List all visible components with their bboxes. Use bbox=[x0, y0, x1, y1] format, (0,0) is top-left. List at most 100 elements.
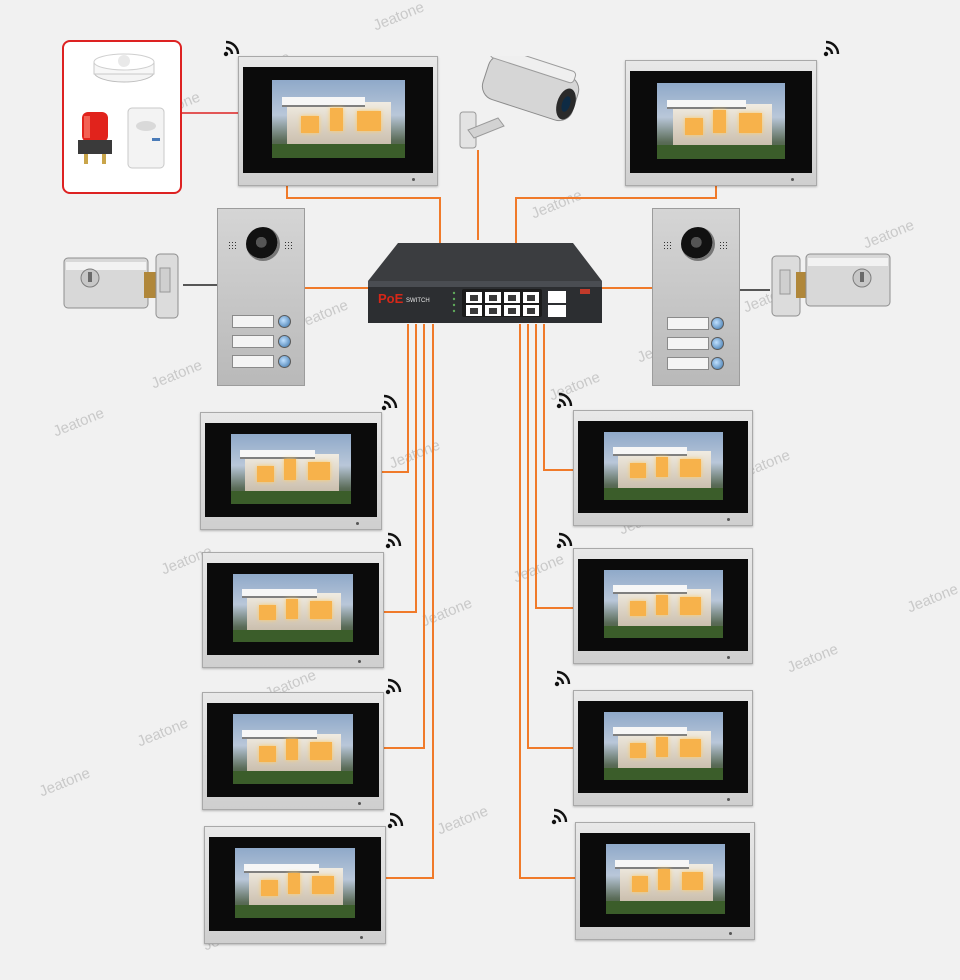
cable-left-4 bbox=[382, 324, 434, 879]
call-button[interactable] bbox=[711, 317, 724, 330]
wifi-icon bbox=[384, 530, 404, 550]
speaker-grille bbox=[719, 241, 729, 251]
cctv-camera-icon bbox=[459, 56, 580, 149]
status-led bbox=[360, 936, 363, 939]
monitor-bezel bbox=[578, 421, 748, 513]
indoor-monitor bbox=[202, 552, 384, 668]
call-button[interactable] bbox=[278, 335, 291, 348]
call-button[interactable] bbox=[711, 357, 724, 370]
alarm-peripherals-box bbox=[62, 40, 182, 194]
house-window bbox=[685, 117, 704, 135]
house-roof bbox=[613, 727, 687, 736]
house-window bbox=[629, 601, 647, 617]
indoor-monitor bbox=[573, 410, 753, 526]
door-station-right bbox=[652, 208, 740, 386]
door-station-left bbox=[217, 208, 305, 386]
status-led bbox=[727, 656, 730, 659]
indoor-monitor bbox=[625, 60, 817, 186]
lawn bbox=[603, 625, 723, 639]
status-led bbox=[727, 518, 730, 521]
house-window bbox=[330, 107, 344, 132]
speaker-grille bbox=[663, 241, 673, 251]
house-window bbox=[307, 462, 330, 481]
name-plate bbox=[232, 315, 274, 328]
wifi-icon bbox=[550, 806, 570, 826]
lawn bbox=[657, 145, 785, 159]
status-led bbox=[412, 178, 415, 181]
monitor-screen bbox=[232, 574, 354, 643]
monitor-screen bbox=[234, 848, 356, 918]
house-window bbox=[655, 736, 668, 757]
house-window bbox=[738, 113, 762, 134]
name-plate bbox=[667, 357, 709, 370]
speaker-grille bbox=[284, 241, 294, 251]
monitor-bezel bbox=[578, 559, 748, 651]
status-led bbox=[791, 178, 794, 181]
alarm-devices bbox=[78, 53, 165, 169]
monitor-bezel bbox=[209, 837, 381, 931]
house-roof bbox=[613, 447, 687, 456]
house-window bbox=[287, 873, 300, 895]
cable-top-right-monitor bbox=[515, 184, 717, 258]
status-led bbox=[729, 932, 732, 935]
house-window bbox=[655, 594, 668, 615]
house-window bbox=[679, 597, 702, 615]
house-window bbox=[261, 880, 279, 896]
name-plate bbox=[232, 335, 274, 348]
monitor-bezel bbox=[207, 703, 379, 797]
cable-left-2 bbox=[382, 324, 417, 613]
house-roof bbox=[282, 96, 365, 107]
smoke-detector-icon bbox=[93, 53, 155, 83]
monitor-bezel bbox=[580, 833, 750, 927]
switch-model: SWITCH bbox=[406, 298, 430, 304]
monitor-screen bbox=[657, 83, 785, 159]
house-window bbox=[679, 459, 702, 477]
monitor-screen bbox=[271, 79, 405, 159]
indoor-monitor bbox=[573, 548, 753, 664]
house-window bbox=[657, 869, 670, 891]
lawn bbox=[232, 629, 354, 643]
electric-lock-icon-left bbox=[63, 253, 179, 319]
lawn bbox=[605, 901, 725, 914]
cable-right-2 bbox=[535, 324, 573, 609]
monitor-screen bbox=[603, 570, 723, 639]
call-button[interactable] bbox=[278, 355, 291, 368]
house-window bbox=[356, 111, 381, 132]
house-window bbox=[655, 456, 668, 477]
monitor-bezel bbox=[630, 71, 812, 173]
house-roof bbox=[242, 729, 318, 739]
door-camera-icon bbox=[681, 227, 715, 261]
monitor-screen bbox=[603, 712, 723, 781]
wifi-icon bbox=[380, 392, 400, 412]
cable-left-1 bbox=[380, 324, 409, 473]
wifi-icon bbox=[555, 530, 575, 550]
indoor-monitor bbox=[200, 412, 382, 530]
call-button[interactable] bbox=[711, 337, 724, 350]
call-button[interactable] bbox=[278, 315, 291, 328]
house-window bbox=[285, 598, 298, 619]
monitor-screen bbox=[603, 432, 723, 501]
cable-right-3 bbox=[527, 324, 573, 749]
house-window bbox=[309, 742, 332, 761]
house-window bbox=[259, 746, 277, 762]
cable-right-1 bbox=[543, 324, 573, 471]
indoor-monitor bbox=[204, 826, 386, 944]
house-window bbox=[311, 876, 334, 895]
status-led bbox=[358, 660, 361, 663]
status-led bbox=[356, 522, 359, 525]
name-plate bbox=[232, 355, 274, 368]
lawn bbox=[603, 487, 723, 501]
house-window bbox=[285, 739, 298, 761]
monitor-bezel bbox=[578, 701, 748, 793]
indoor-monitor bbox=[573, 690, 753, 806]
house-roof bbox=[242, 589, 318, 598]
house-window bbox=[259, 605, 277, 621]
house-window bbox=[300, 115, 320, 134]
indoor-monitor bbox=[202, 692, 384, 810]
house-window bbox=[283, 459, 296, 481]
monitor-screen bbox=[232, 714, 354, 784]
monitor-screen bbox=[605, 844, 725, 914]
wifi-icon bbox=[384, 676, 404, 696]
